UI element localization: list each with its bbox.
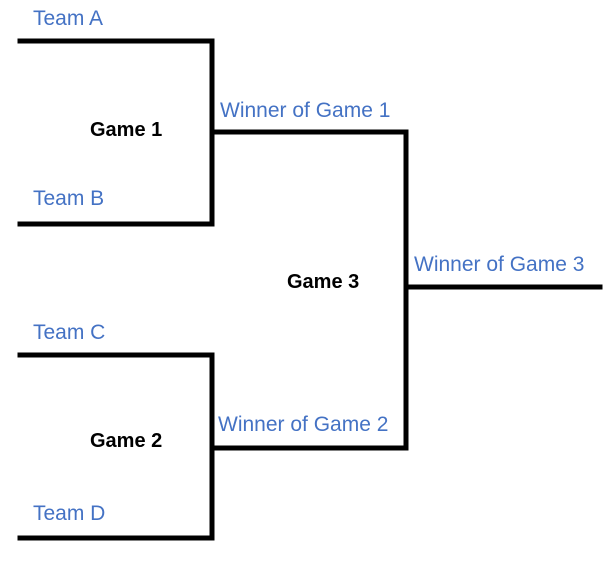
winner-game-3-label: Winner of Game 3: [414, 253, 585, 276]
team-c-label: Team C: [33, 321, 106, 344]
winner-game-2-label: Winner of Game 2: [218, 413, 389, 436]
bracket-game3-lines: [209, 129, 409, 451]
game-3-label: Game 3: [287, 271, 360, 293]
team-a-label: Team A: [33, 7, 104, 30]
game-1-label: Game 1: [90, 119, 163, 141]
team-b-label: Team B: [33, 187, 105, 210]
team-d-label: Team D: [33, 502, 106, 525]
game-2-label: Game 2: [90, 430, 163, 452]
winner-game-1-label: Winner of Game 1: [220, 99, 391, 122]
